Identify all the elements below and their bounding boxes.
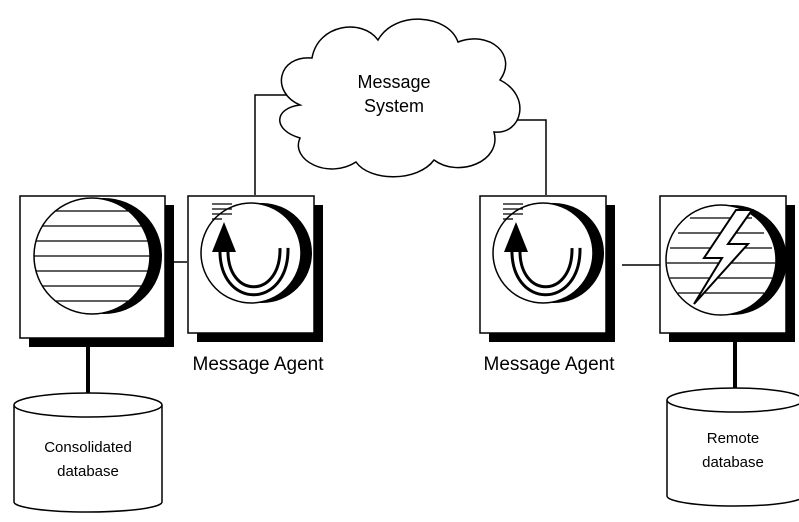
text-lines-icon (212, 203, 232, 220)
cycle-arrow-icon (504, 222, 582, 297)
cloud-label-line1: Message (357, 72, 430, 92)
consolidated-db-label-line2: database (57, 463, 119, 480)
right-message-agent-node: Message Agent (479, 195, 616, 375)
left-agent-label: Message Agent (193, 354, 325, 375)
cylinder-body (13, 405, 163, 513)
cycle-arrow-icon (212, 222, 290, 297)
db-connectors (86, 340, 737, 395)
right-agent-label: Message Agent (484, 354, 616, 375)
remote-db-label-line1: Remote (707, 430, 760, 447)
lightning-bolt-icon (693, 209, 754, 305)
message-system-cloud: Message System (279, 18, 521, 178)
database-lines-icon (34, 210, 150, 302)
cylinder-top (13, 392, 163, 418)
remote-database-cylinder: Remote database (666, 387, 799, 507)
remote-server-node (659, 195, 795, 342)
cloud-to-left-agent-line (254, 94, 292, 195)
cloud-shape (279, 18, 521, 178)
cylinder-body (666, 400, 799, 507)
left-message-agent-node: Message Agent (187, 195, 325, 375)
consolidated-server-node (19, 195, 174, 347)
consolidated-database-cylinder: Consolidated database (13, 392, 163, 513)
cloud-to-right-agent-line (505, 119, 547, 195)
consolidated-db-label-line1: Consolidated (44, 439, 132, 456)
cloud-label-line2: System (364, 96, 424, 116)
cylinder-top (666, 387, 799, 413)
text-lines-icon (503, 203, 523, 220)
remote-db-label-line2: database (702, 454, 764, 471)
